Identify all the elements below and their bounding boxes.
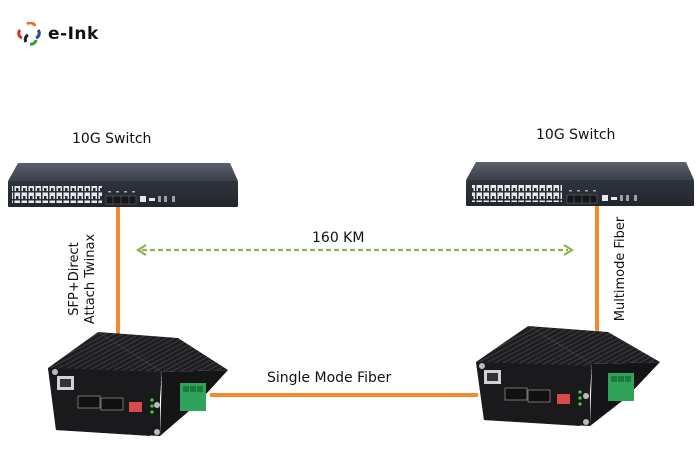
- switch-right-sfp-ports: [566, 190, 598, 204]
- multimode-fiber-label: Multimode Fiber: [613, 216, 628, 322]
- converter-right-dip-switch: [557, 394, 570, 404]
- switch-right-label: 10G Switch: [536, 127, 616, 143]
- brand-name: e-Ink: [48, 24, 99, 44]
- converter-left-sfp-port-2: [100, 397, 124, 411]
- switch-right-console-port: [602, 195, 608, 201]
- single-mode-fiber-label: Single Mode Fiber: [267, 370, 392, 386]
- twinax-label-line2: Attach Twinax: [83, 233, 98, 325]
- converter-right-sfp-port-1: [504, 387, 528, 401]
- switch-left-console-port: [140, 196, 146, 202]
- switch-left-usb-port: [149, 198, 155, 201]
- converter-left-sfp-port-1: [77, 395, 101, 409]
- twinax-label: SFP+Direct Attach Twinax: [67, 219, 101, 339]
- media-converter-left: [48, 332, 228, 436]
- distance-arrow: [135, 244, 575, 256]
- twinax-label-line1: SFP+Direct: [67, 242, 82, 316]
- switch-right: [466, 162, 694, 206]
- logo-mark-icon: [17, 22, 41, 46]
- switch-left-label: 10G Switch: [72, 131, 152, 147]
- converter-left-dip-switch: [129, 402, 142, 412]
- switch-left: [8, 163, 238, 207]
- converter-right-sfp-port-2: [527, 389, 551, 403]
- distance-label: 160 KM: [312, 230, 365, 246]
- switch-right-rj45-ports: [472, 185, 562, 202]
- media-converter-right: [476, 326, 660, 426]
- switch-left-sfp-ports: [105, 191, 137, 205]
- switch-left-rj45-ports: [12, 186, 102, 203]
- brand-logo: e-Ink: [16, 22, 99, 46]
- switch-right-usb-port: [611, 197, 617, 200]
